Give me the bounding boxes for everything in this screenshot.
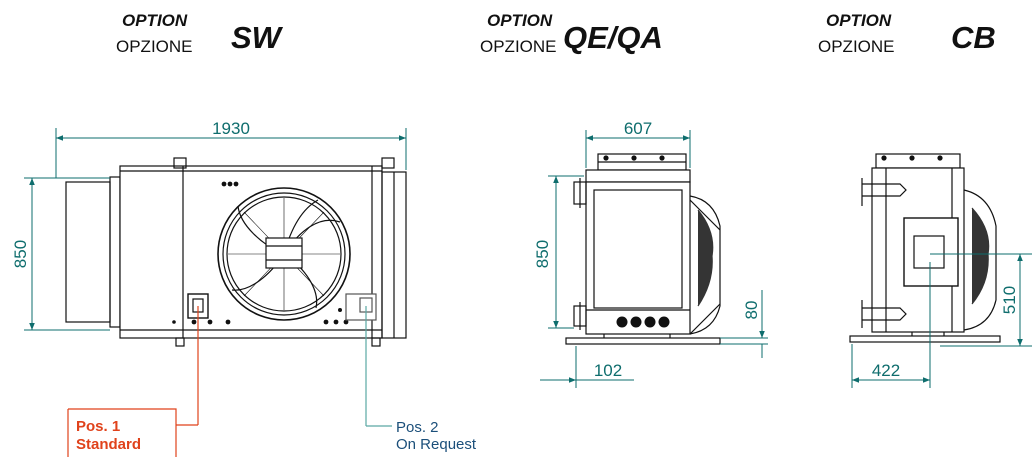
- callout-pos1-leader: [67, 306, 199, 457]
- qe-height-dimension: 850: [533, 240, 552, 268]
- header-sw-opzione: OPZIONE: [116, 37, 193, 56]
- sw-height-dimension: 850: [11, 240, 30, 268]
- sw-fan: [217, 187, 351, 321]
- cb-height-dimension: 510: [1000, 286, 1019, 314]
- qe-dimensions: [540, 130, 768, 388]
- sw-coil-frame: [109, 176, 121, 328]
- header-cb-code: CB: [951, 20, 996, 55]
- sw-width-dimension: 1930: [212, 119, 250, 138]
- callout-pos2-leader: [365, 306, 392, 427]
- cb-fan-side: [963, 189, 997, 331]
- header-sw: OPTION OPZIONE SW: [116, 11, 284, 56]
- header-cb-opzione: OPZIONE: [818, 37, 895, 56]
- sw-lift-bracket-right: [381, 157, 395, 169]
- sw-front-view: [65, 157, 407, 347]
- cb-control-box: [903, 217, 959, 287]
- qe-panel: [593, 189, 683, 309]
- sw-terminal-dots: [172, 181, 349, 325]
- cb-dimensions: [851, 253, 1032, 388]
- qe-cable-glands: [616, 316, 670, 328]
- qe-offset-dimension: 102: [594, 361, 622, 380]
- header-sw-option: OPTION: [122, 11, 188, 30]
- callout-pos2-subtitle: On Request: [396, 436, 477, 453]
- header-qe-code: QE/QA: [563, 20, 663, 55]
- sw-lift-bracket-left: [173, 157, 187, 169]
- header-cb-option: OPTION: [826, 11, 892, 30]
- qe-cabinet: [585, 181, 691, 335]
- callout-pos2-title: Pos. 2: [396, 419, 439, 436]
- sw-dimensions: [24, 128, 407, 331]
- header-qe-opzione: OPZIONE: [480, 37, 557, 56]
- sw-coil-block: [65, 181, 111, 323]
- qe-width-dimension: 607: [624, 119, 652, 138]
- header-qe: OPTION OPZIONE QE/QA: [480, 11, 663, 56]
- cb-side-view: [849, 153, 1001, 343]
- callout-pos1-subtitle: Standard: [76, 436, 141, 453]
- header-sw-code: SW: [231, 20, 284, 55]
- header-qe-option: OPTION: [487, 11, 553, 30]
- cb-pipe-bottom: [861, 300, 907, 328]
- qe-fan-side: [689, 195, 721, 335]
- cb-width-dimension: 422: [872, 361, 900, 380]
- callout-pos1-title: Pos. 1: [76, 418, 120, 435]
- cb-pipe-top: [861, 178, 907, 206]
- qe-side-view: [565, 153, 721, 345]
- qe-base-dimension: 80: [742, 301, 761, 320]
- header-cb: OPTION OPZIONE CB: [818, 11, 996, 56]
